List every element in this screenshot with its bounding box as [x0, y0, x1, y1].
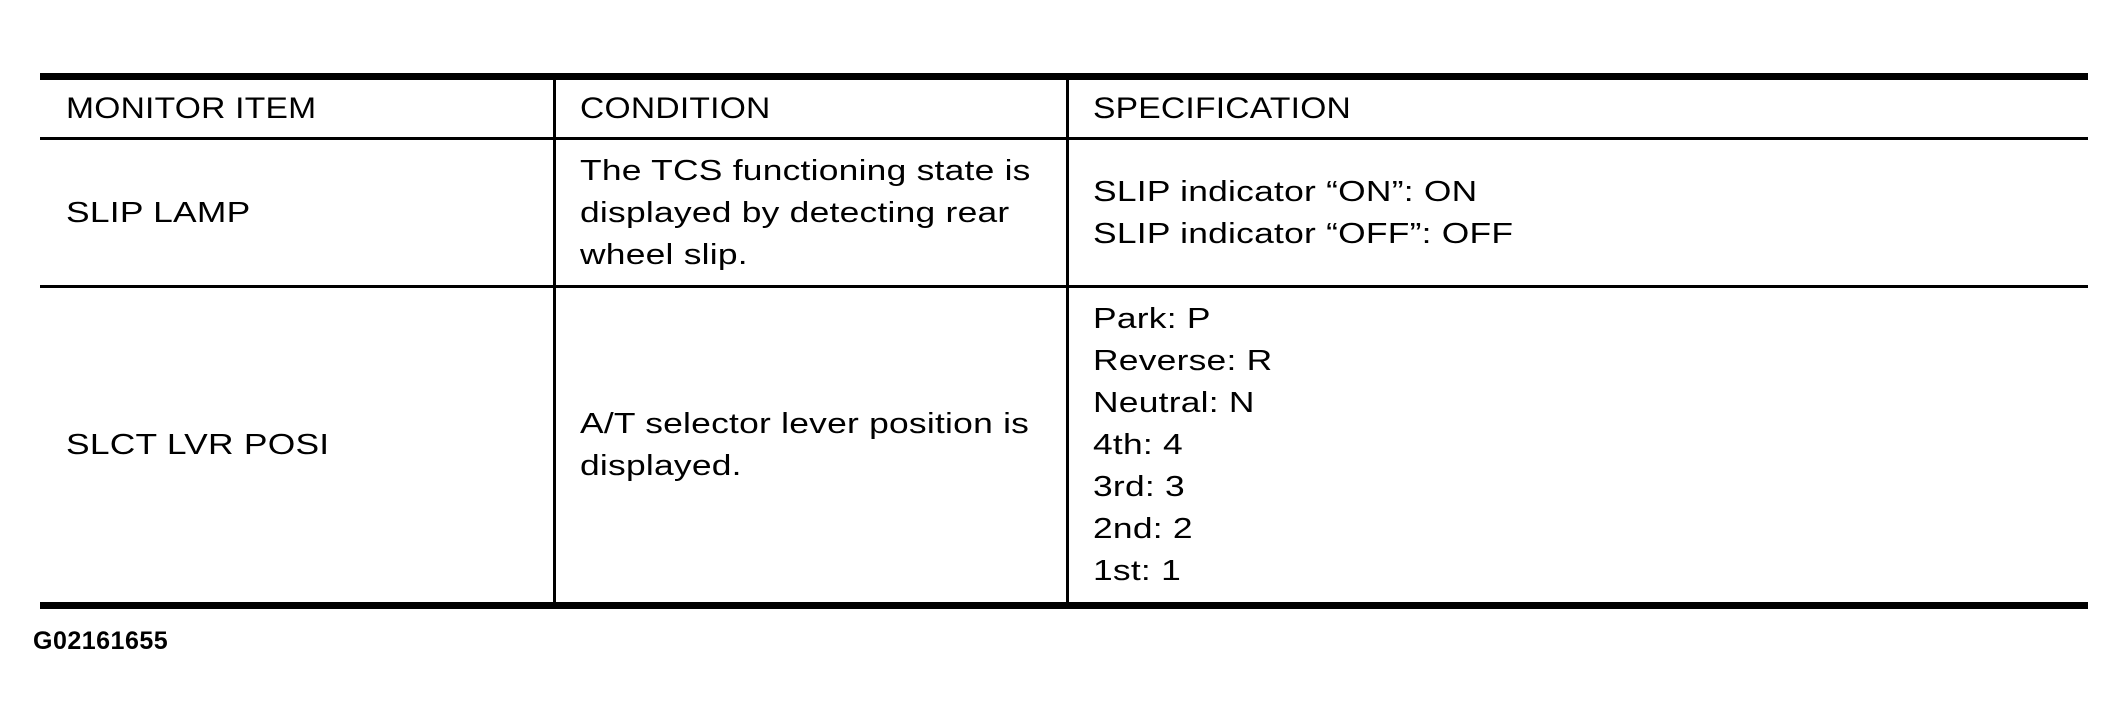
cell-monitor-item: SLIP LAMP [40, 140, 556, 285]
specification-line: 2nd: 2 [1093, 513, 1193, 545]
cell-condition: A/T selector lever position is displayed… [556, 288, 1069, 602]
header-cell-monitor-item: MONITOR ITEM [40, 80, 556, 137]
specification-line: Neutral: N [1093, 387, 1255, 419]
header-cell-condition: CONDITION [556, 80, 1069, 137]
specification-line: SLIP indicator “ON”: ON [1093, 175, 1478, 208]
specification-line: Park: P [1093, 303, 1211, 335]
specification-line: 4th: 4 [1093, 429, 1183, 461]
condition-line: A/T selector lever position is [580, 408, 1030, 440]
figure-id: G02161655 [33, 627, 169, 655]
cell-condition: The TCS functioning state is displayed b… [556, 140, 1069, 285]
table-header-row: MONITOR ITEM CONDITION SPECIFICATION [40, 80, 2088, 140]
cell-specification: SLIP indicator “ON”: ON SLIP indicator “… [1069, 140, 2088, 285]
monitor-item-label: SLCT LVR POSI [66, 429, 330, 461]
cell-monitor-item: SLCT LVR POSI [40, 288, 556, 602]
table-row: SLCT LVR POSI A/T selector lever positio… [40, 288, 2088, 602]
header-label-condition: CONDITION [580, 91, 771, 125]
table-row: SLIP LAMP The TCS functioning state is d… [40, 140, 2088, 288]
condition-line: The TCS functioning state is [580, 154, 1031, 187]
condition-line: wheel slip. [580, 238, 748, 271]
condition-line: displayed. [580, 450, 742, 482]
specification-line: SLIP indicator “OFF”: OFF [1093, 217, 1514, 250]
cell-specification: Park: P Reverse: R Neutral: N 4th: 4 3rd… [1069, 288, 2088, 602]
specification-line: 3rd: 3 [1093, 471, 1185, 503]
condition-line: displayed by detecting rear [580, 196, 1010, 229]
header-cell-specification: SPECIFICATION [1069, 80, 2088, 137]
specification-line: Reverse: R [1093, 345, 1273, 377]
header-label-specification: SPECIFICATION [1093, 91, 1352, 125]
monitor-spec-table: MONITOR ITEM CONDITION SPECIFICATION SLI… [40, 73, 2088, 609]
specification-line: 1st: 1 [1093, 555, 1182, 587]
monitor-item-label: SLIP LAMP [66, 196, 251, 229]
header-label-monitor-item: MONITOR ITEM [66, 91, 317, 125]
